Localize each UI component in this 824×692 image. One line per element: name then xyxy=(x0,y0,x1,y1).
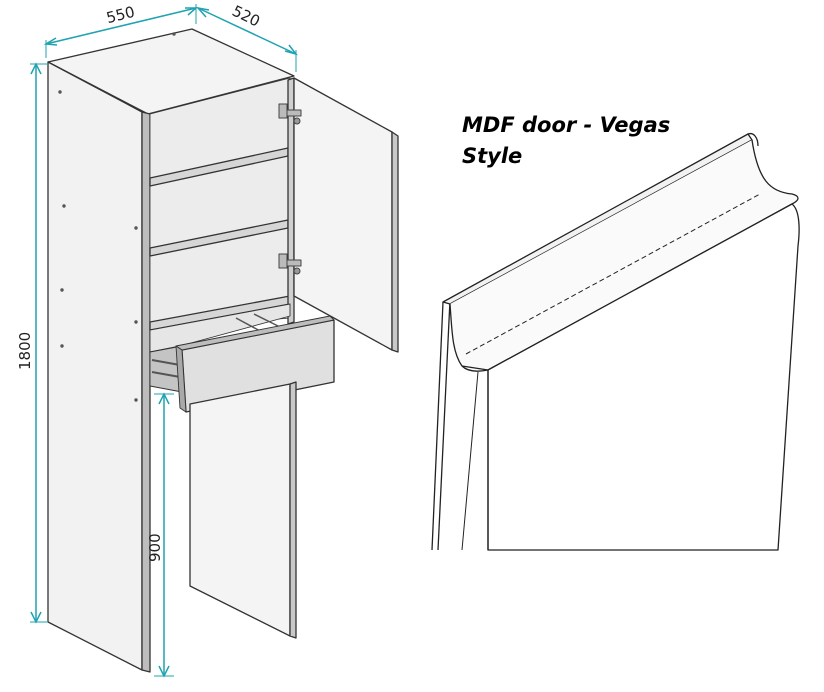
dowel-holes xyxy=(58,32,176,402)
dimension-clearance-label: 900 xyxy=(146,533,164,562)
drawer-inner-rail-2 xyxy=(253,313,283,329)
cabinet-left-front-edge xyxy=(141,111,151,673)
door-caption-line-2: Style xyxy=(462,144,523,168)
cabinet-left-side-panel xyxy=(47,61,143,671)
dimension-depth-label: 520 xyxy=(229,2,263,31)
drawer-box-side xyxy=(149,303,291,353)
mdf-door-profile xyxy=(431,132,800,551)
cabinet-back-panel xyxy=(149,77,291,331)
drawer-runner-line-2 xyxy=(151,371,181,378)
drawer-runner-line xyxy=(151,359,181,366)
dimension-height-label: 1800 xyxy=(16,332,34,370)
cabinet-right-leg-edge xyxy=(289,381,297,639)
dimension-depth-arrow-left xyxy=(195,6,210,18)
door-front-face xyxy=(487,203,800,551)
dimension-width-line xyxy=(45,7,197,45)
cabinet-right-leg-panel xyxy=(189,383,291,637)
drawer-front-side-edge xyxy=(175,345,187,413)
hinge-bottom-icon xyxy=(278,253,302,275)
door-caption: MDF door - Vegas Style xyxy=(462,110,722,172)
door-top-right-corner xyxy=(747,132,759,147)
door-left-edge xyxy=(431,301,444,551)
cabinet-door xyxy=(293,77,393,351)
dimension-lines xyxy=(30,4,298,678)
cabinet-top-panel xyxy=(47,28,295,115)
hinge-top-icon xyxy=(278,103,302,125)
cabinet-door-edge xyxy=(391,131,399,353)
door-caption-line-1: MDF door - Vegas xyxy=(462,113,671,137)
cabinet xyxy=(47,28,399,673)
dimension-depth-line xyxy=(197,7,297,55)
